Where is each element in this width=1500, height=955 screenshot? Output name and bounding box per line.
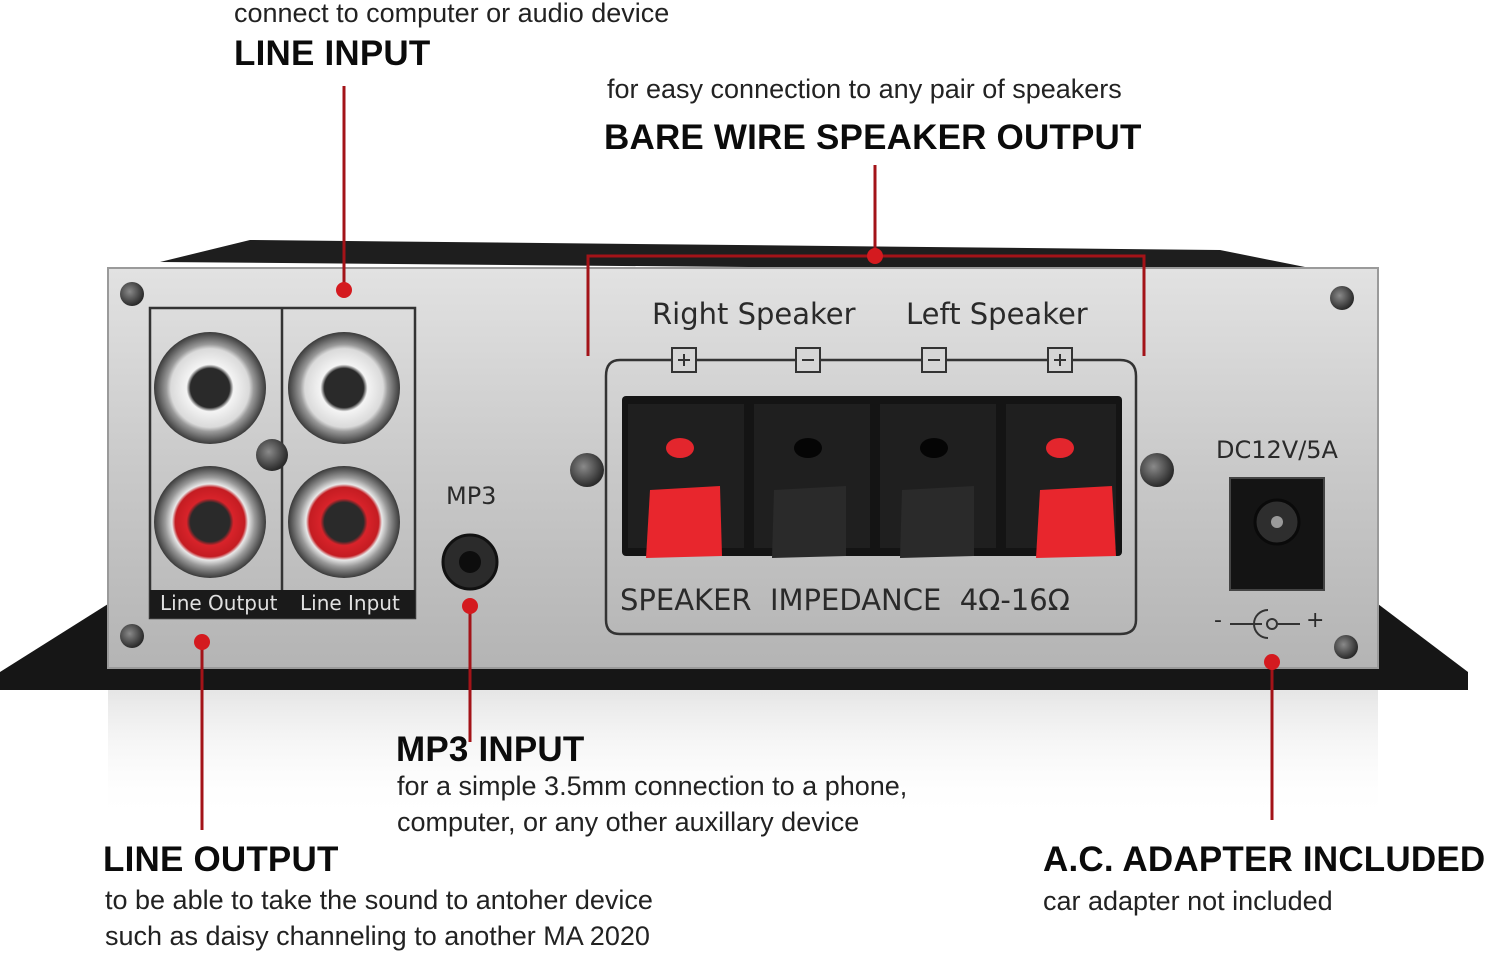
line-output-title: LINE OUTPUT bbox=[103, 840, 339, 879]
mp3-panel-label: MP3 bbox=[446, 482, 497, 510]
floor-reflection bbox=[108, 690, 1378, 820]
left-speaker-label: Left Speaker bbox=[906, 297, 1088, 331]
spring-terminals bbox=[622, 396, 1122, 558]
mp3-input-line1: for a simple 3.5mm connection to a phone… bbox=[397, 771, 908, 801]
polarity-markers bbox=[671, 347, 1073, 373]
callout-lines bbox=[200, 86, 1274, 830]
dc-plus-label: + bbox=[1306, 608, 1325, 633]
impedance-label: SPEAKER IMPEDANCE 4Ω-16Ω bbox=[620, 583, 1070, 617]
mp3-input-line2: computer, or any other auxillary device bbox=[397, 807, 860, 837]
rca-jack-red-right bbox=[288, 466, 400, 578]
line-output-panel-label: Line Output bbox=[160, 591, 278, 615]
dc-minus-label: - bbox=[1214, 608, 1222, 633]
mp3-input-title: MP3 INPUT bbox=[396, 730, 585, 769]
line-input-subtitle: connect to computer or audio device bbox=[234, 0, 670, 28]
line-output-line1: to be able to take the sound to antoher … bbox=[105, 885, 653, 915]
rca-jack-red-left bbox=[154, 466, 266, 578]
rca-label-strip bbox=[150, 590, 415, 618]
speaker-terminal-frame bbox=[604, 358, 1138, 636]
screw-icon bbox=[120, 282, 1358, 659]
rca-jack-white-left bbox=[154, 332, 266, 444]
line-input-title: LINE INPUT bbox=[234, 34, 431, 73]
right-speaker-label: Right Speaker bbox=[652, 297, 856, 331]
speaker-output-subtitle: for easy connection to any pair of speak… bbox=[607, 74, 1122, 104]
callout-dots bbox=[194, 248, 1280, 670]
rca-jack-white-right bbox=[288, 332, 400, 444]
ac-adapter-title: A.C. ADAPTER INCLUDED bbox=[1043, 840, 1486, 879]
line-input-panel-label: Line Input bbox=[300, 591, 400, 615]
dc-polarity-icon bbox=[1230, 609, 1300, 639]
speaker-output-title: BARE WIRE SPEAKER OUTPUT bbox=[604, 118, 1142, 157]
dc-rating-label: DC12V/5A bbox=[1216, 436, 1338, 464]
ac-adapter-subtitle: car adapter not included bbox=[1043, 886, 1333, 916]
line-output-line2: such as daisy channeling to another MA 2… bbox=[105, 921, 650, 951]
